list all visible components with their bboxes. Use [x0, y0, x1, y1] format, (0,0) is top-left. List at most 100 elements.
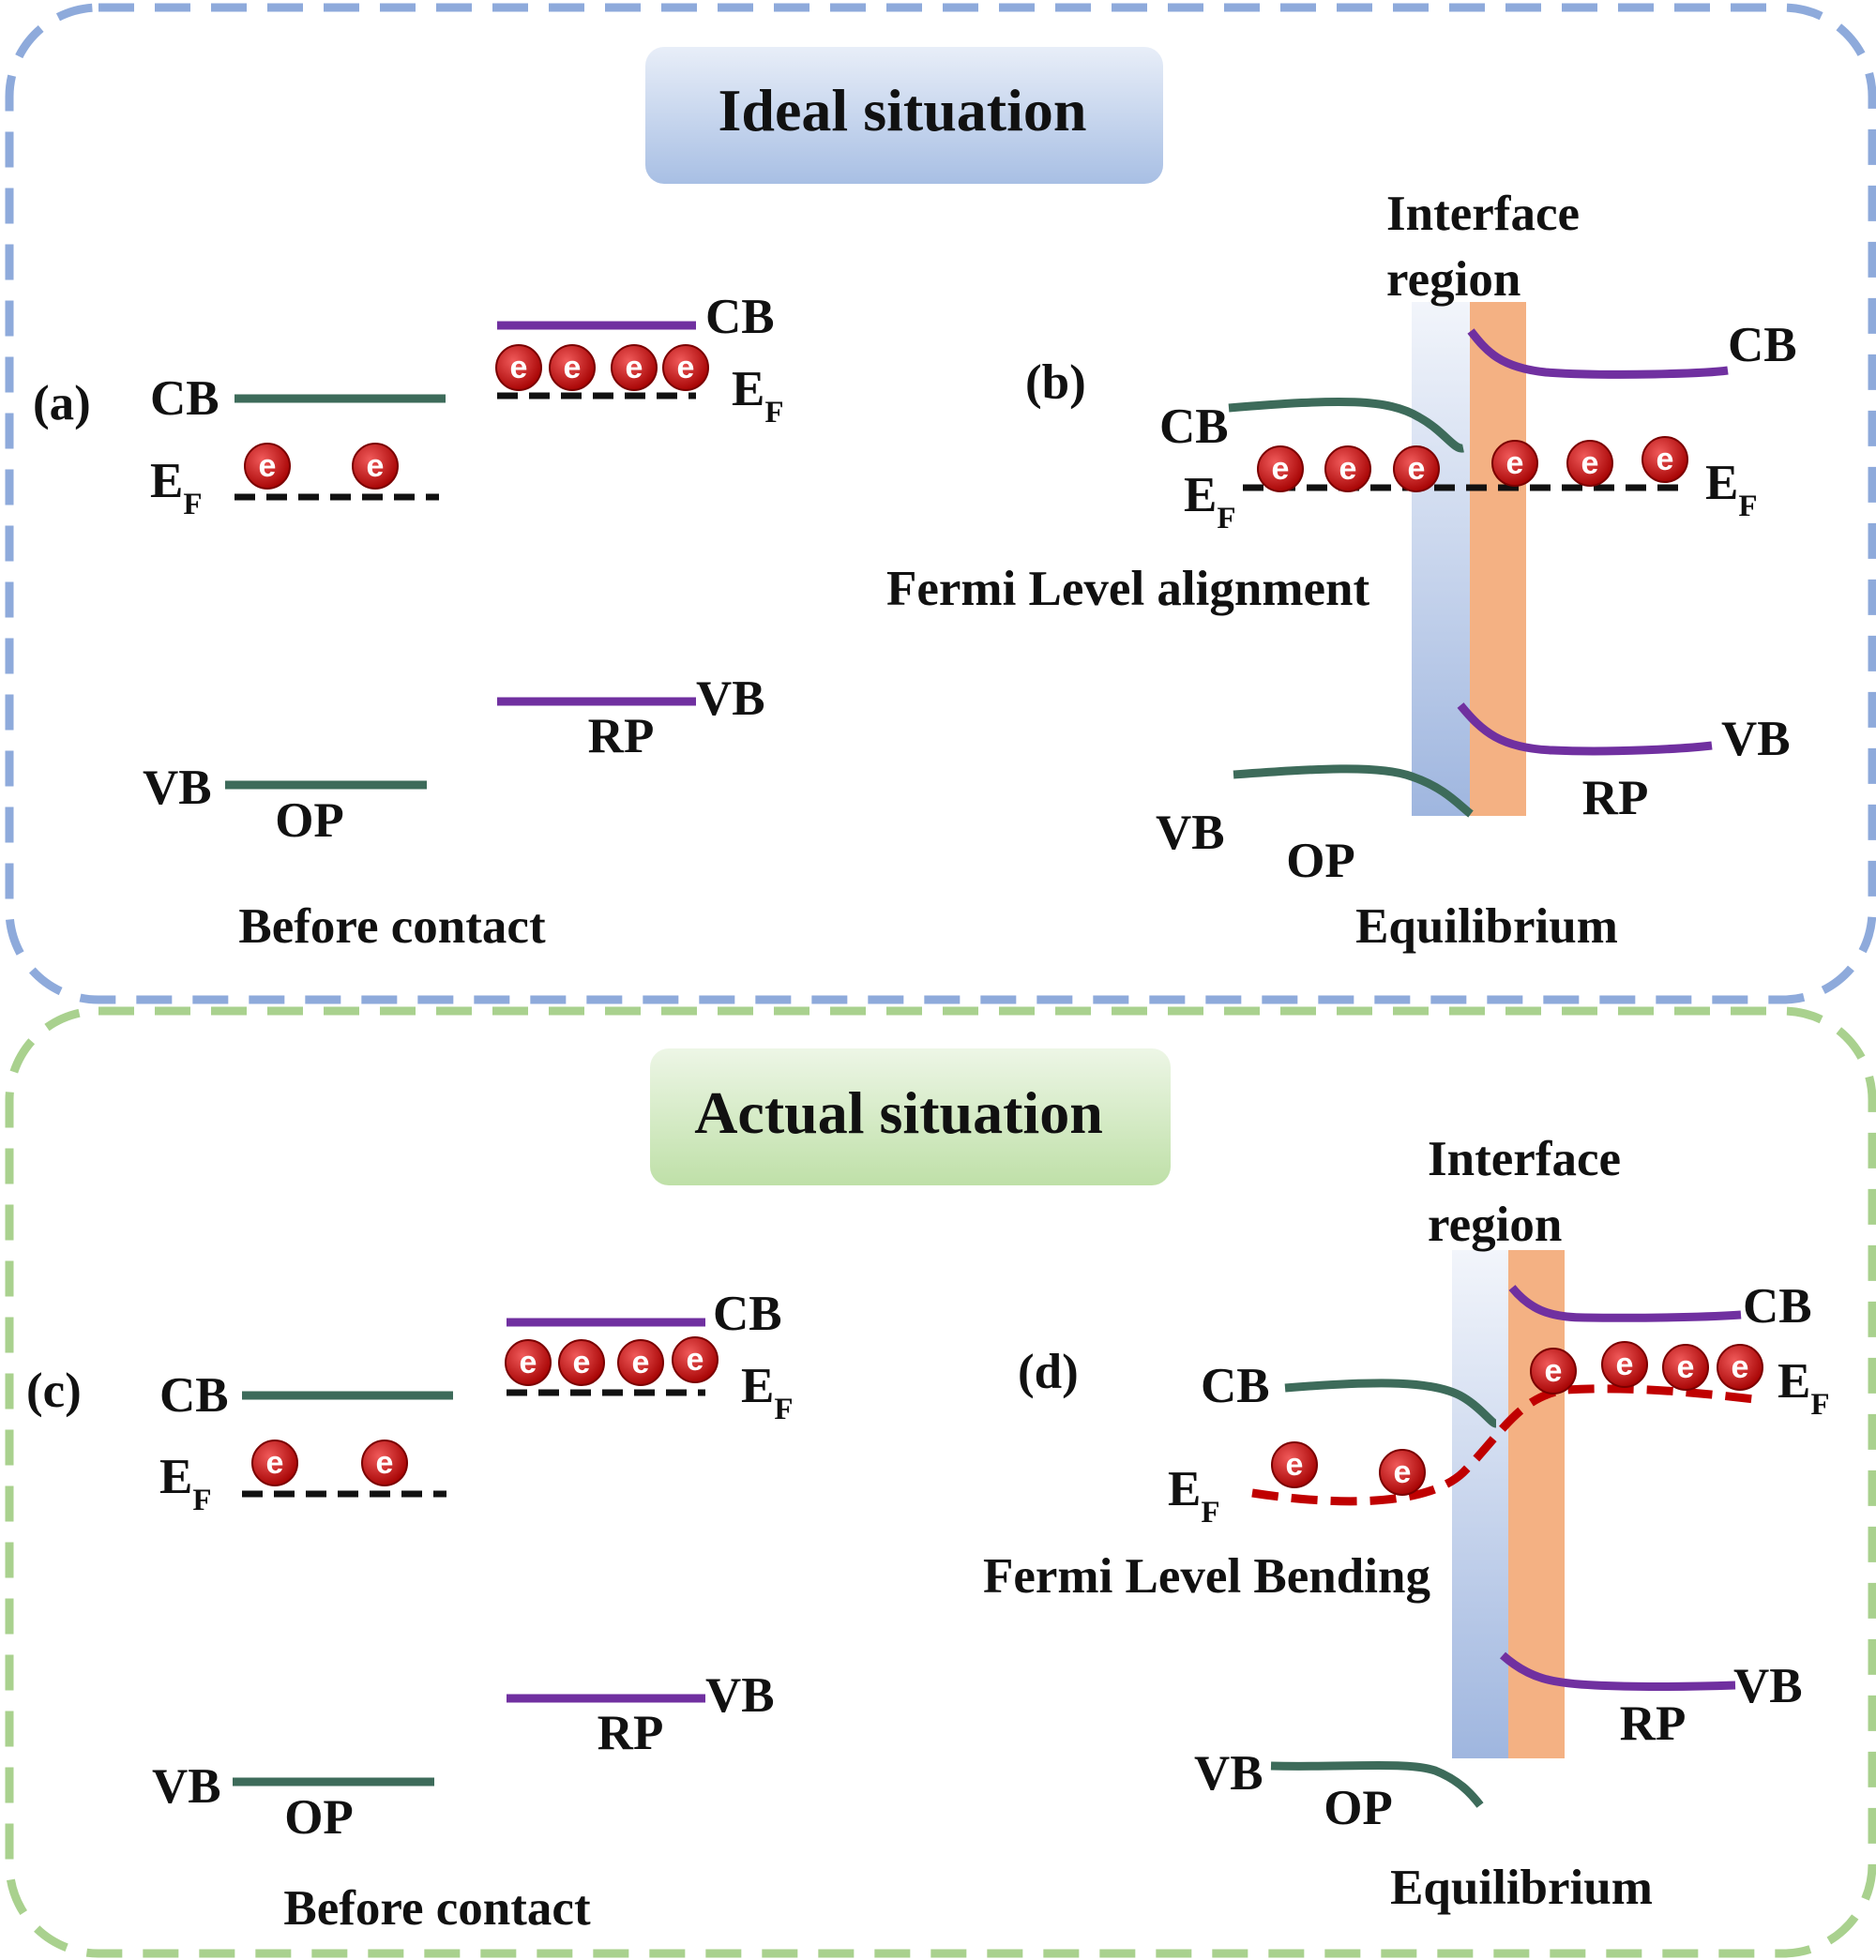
- svg-text:e: e: [259, 448, 277, 484]
- svg-text:e: e: [1506, 445, 1524, 481]
- actual-title: Actual situation: [694, 1079, 1103, 1146]
- bent-fermi-level: [1251, 1384, 1755, 1506]
- op-ef-label: EF: [1168, 1462, 1220, 1530]
- svg-text:e: e: [1677, 1349, 1695, 1385]
- svg-text:e: e: [1408, 451, 1426, 487]
- svg-text:e: e: [367, 448, 385, 484]
- rp-cb-label: CB: [1743, 1279, 1812, 1334]
- fermi-bending-label: Fermi Level Bending: [983, 1549, 1430, 1604]
- svg-text:e: e: [1732, 1349, 1749, 1385]
- rp-vb-label: VB: [696, 671, 765, 726]
- panel-b-label: (b): [1025, 355, 1086, 410]
- op-vb-curve: [1270, 1760, 1484, 1808]
- electron-icon: e: [1257, 445, 1304, 492]
- rp-name-label: RP: [1620, 1696, 1687, 1751]
- svg-text:e: e: [1581, 445, 1599, 481]
- rp-name-label: RP: [1582, 771, 1649, 825]
- op-cb-label: CB: [1201, 1359, 1270, 1413]
- electron-icon: e: [361, 1440, 408, 1486]
- rp-ef-label: EF: [1705, 456, 1758, 523]
- electron-icon: e: [1530, 1348, 1577, 1395]
- op-cb-curve: [1228, 397, 1464, 453]
- interface-region-op-side: [1452, 1250, 1508, 1758]
- rp-name-label: RP: [588, 709, 655, 763]
- rp-ef-label: EF: [732, 362, 784, 430]
- svg-text:e: e: [376, 1445, 394, 1481]
- electron-icon: e: [1717, 1344, 1763, 1391]
- rp-name-label: RP: [598, 1706, 664, 1760]
- panel-d-caption: Equilibrium: [1390, 1861, 1653, 1915]
- panel-c-label: (c): [26, 1364, 82, 1418]
- electron-icon: e: [672, 1336, 719, 1383]
- electron-icon: e: [549, 344, 596, 391]
- electron-icon: e: [352, 443, 399, 490]
- op-vb-label: VB: [152, 1759, 221, 1814]
- rp-vb-label: VB: [1733, 1659, 1803, 1713]
- panel-c: (c) CB EF VB OP CB EF VB RP Before conta…: [26, 1287, 794, 1936]
- op-vb-label: VB: [1194, 1746, 1263, 1801]
- electron-icon: e: [495, 344, 542, 391]
- op-cb-label: CB: [159, 1368, 229, 1423]
- fermi-alignment-label: Fermi Level alignment: [886, 562, 1369, 616]
- electron-icon: e: [505, 1339, 552, 1386]
- electron-icon: e: [1379, 1449, 1426, 1496]
- electron-icon: e: [617, 1339, 664, 1386]
- electron-icon: e: [1393, 445, 1440, 492]
- rp-ef-label: EF: [741, 1359, 794, 1426]
- op-cb-label: CB: [1159, 400, 1229, 454]
- op-name-label: OP: [1324, 1781, 1393, 1835]
- svg-text:e: e: [677, 350, 695, 385]
- electron-icon: e: [1662, 1344, 1709, 1391]
- op-vb-label: VB: [1156, 806, 1225, 860]
- ideal-title: Ideal situation: [719, 77, 1087, 143]
- rp-vb-curve: [1457, 702, 1713, 756]
- electron-icon: e: [1271, 1441, 1318, 1488]
- ideal-situation-panel: Ideal situation (a) CB EF VB OP CB EF VB…: [5, 3, 1876, 1004]
- electron-icon: e: [1491, 440, 1538, 487]
- op-ef-label: EF: [159, 1450, 212, 1517]
- electron-icon: e: [251, 1440, 298, 1486]
- actual-situation-panel: Actual situation (c) CB EF VB OP CB EF V…: [5, 1006, 1876, 1958]
- op-ef-label: EF: [150, 454, 203, 521]
- ideal-panel-border: [5, 3, 1876, 1004]
- actual-title-box: [650, 1048, 1171, 1185]
- panel-c-caption: Before contact: [283, 1881, 591, 1936]
- op-ef-label: EF: [1184, 468, 1236, 535]
- svg-text:e: e: [1339, 451, 1357, 487]
- panel-a-label: (a): [33, 376, 91, 430]
- electron-icon: e: [558, 1339, 605, 1386]
- rp-cb-curve: [1508, 1285, 1742, 1322]
- rp-cb-label: CB: [705, 290, 775, 344]
- electron-icon: e: [244, 443, 291, 490]
- rp-vb-curve: [1500, 1651, 1736, 1692]
- panel-a-caption: Before contact: [238, 899, 546, 954]
- op-vb-curve: [1233, 764, 1474, 818]
- electron-icon: e: [662, 344, 709, 391]
- rp-vb-label: VB: [1721, 712, 1791, 766]
- electron-icon: e: [1324, 445, 1371, 492]
- svg-text:e: e: [564, 350, 582, 385]
- electron-icon: e: [1566, 440, 1613, 487]
- svg-text:e: e: [1272, 451, 1290, 487]
- svg-text:e: e: [520, 1345, 537, 1380]
- svg-text:e: e: [632, 1345, 650, 1380]
- op-cb-label: CB: [150, 371, 219, 426]
- svg-text:e: e: [1394, 1455, 1412, 1490]
- rp-cb-label: CB: [713, 1287, 782, 1341]
- op-name-label: OP: [284, 1790, 354, 1845]
- rp-ef-label: EF: [1778, 1354, 1830, 1422]
- actual-panel-border: [5, 1006, 1876, 1958]
- interface-region-op-side: [1412, 302, 1470, 816]
- rp-vb-label: VB: [705, 1668, 775, 1723]
- svg-text:e: e: [1286, 1447, 1304, 1483]
- svg-text:e: e: [510, 350, 528, 385]
- svg-text:e: e: [266, 1445, 284, 1481]
- svg-text:e: e: [626, 350, 643, 385]
- op-vb-label: VB: [143, 761, 212, 815]
- svg-text:e: e: [687, 1342, 704, 1378]
